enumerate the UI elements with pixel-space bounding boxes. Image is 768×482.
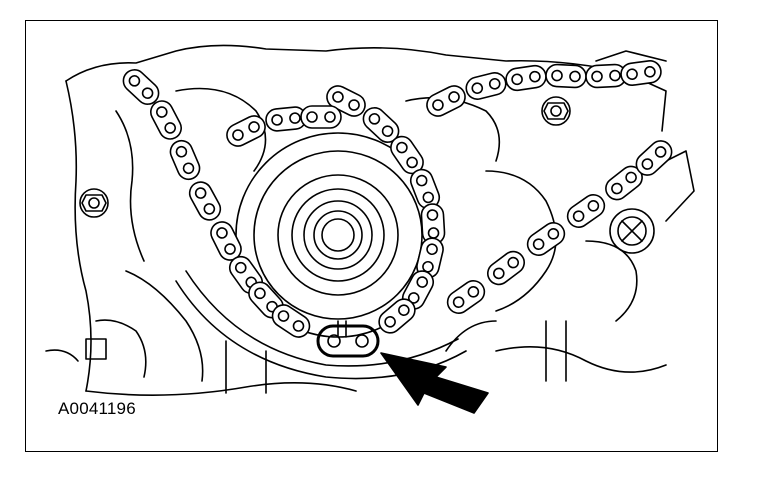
chain-link	[585, 63, 627, 89]
pointer-arrow	[380, 352, 489, 414]
chain-link	[635, 140, 673, 176]
chain-link	[265, 106, 307, 132]
chain-link	[446, 280, 486, 314]
chain-link	[169, 139, 201, 181]
chain-link	[620, 60, 662, 86]
chain-link	[210, 221, 242, 261]
bolt-bottom-right	[609, 208, 655, 254]
timing-chain	[122, 60, 673, 338]
chain-link	[545, 63, 587, 89]
chain-link	[566, 194, 606, 228]
chain-link	[271, 304, 311, 338]
chain-link	[226, 115, 266, 147]
chain-link	[505, 64, 547, 92]
chain-link	[150, 100, 182, 140]
chain-link	[486, 250, 526, 286]
chain-link	[526, 222, 566, 256]
engine-block-outline	[45, 44, 695, 396]
chain-link	[122, 69, 160, 105]
bolt-top-right	[541, 96, 571, 126]
chain-link	[409, 168, 441, 210]
chain-link	[465, 72, 507, 100]
chain-link	[378, 298, 416, 334]
bolt-left	[79, 188, 109, 218]
figure-frame: A0041196	[25, 20, 718, 452]
timing-chain-illustration	[45, 44, 695, 414]
chain-link	[188, 181, 222, 221]
figure-id-label: A0041196	[58, 399, 136, 418]
highlighted-chain-link	[316, 324, 380, 358]
chain-link	[426, 85, 466, 117]
chain-link	[300, 105, 342, 129]
